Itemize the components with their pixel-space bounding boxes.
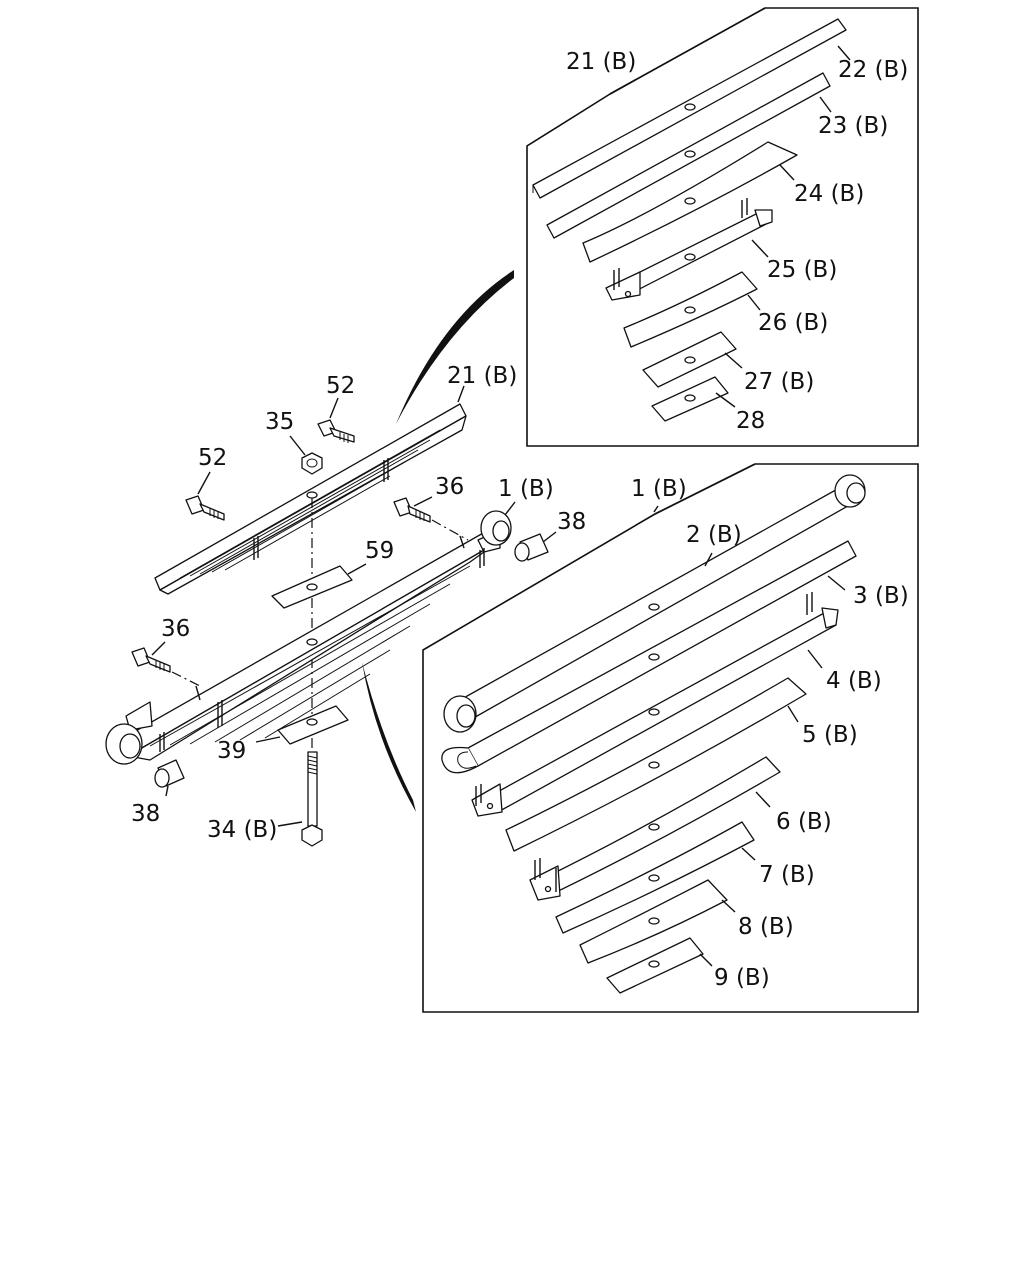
label-21b-main: 21 (B) (447, 363, 517, 389)
bushing-38-right (514, 533, 549, 562)
label-24b: 24 (B) (794, 181, 864, 207)
leaf-24 (582, 141, 798, 263)
pad-59 (271, 565, 353, 609)
leaf-25 (605, 198, 773, 301)
lower-detail-box (422, 463, 919, 1013)
label-36-right: 36 (435, 474, 464, 500)
upper-detail-box (526, 7, 919, 447)
callout-arcs (362, 270, 514, 812)
label-34b: 34 (B) (207, 817, 277, 843)
label-7b: 7 (B) (759, 862, 815, 888)
labels: 21 (B) 22 (B) 23 (B) 24 (B) 25 (B) 26 (B… (131, 49, 909, 991)
upper-leaders (715, 45, 851, 408)
lower-leaders (653, 505, 846, 967)
main-leaders (151, 385, 557, 827)
label-52-upper: 52 (326, 373, 355, 399)
label-27b: 27 (B) (744, 369, 814, 395)
center-bolt-34 (301, 751, 323, 847)
leaf-9 (606, 937, 704, 994)
leaf-2 (441, 540, 857, 774)
leaf-27 (642, 331, 737, 388)
label-36-left: 36 (161, 616, 190, 642)
bushing-38-left (154, 759, 185, 788)
upper-spring-assembly (154, 403, 467, 595)
bolt-36-right (393, 497, 431, 523)
leaf-7 (555, 821, 755, 934)
label-28: 28 (736, 408, 765, 434)
label-9b: 9 (B) (714, 965, 770, 991)
leaf-6 (529, 756, 781, 901)
label-39: 39 (217, 738, 246, 764)
label-52-lower: 52 (198, 445, 227, 471)
label-1b-lower: 1 (B) (631, 476, 687, 502)
label-3b: 3 (B) (853, 583, 909, 609)
label-59: 59 (365, 538, 394, 564)
label-25b: 25 (B) (767, 257, 837, 283)
center-lines (171, 498, 469, 748)
label-38-left: 38 (131, 801, 160, 827)
label-26b: 26 (B) (758, 310, 828, 336)
leaf-22 (532, 18, 847, 199)
label-2b: 2 (B) (686, 522, 742, 548)
pad-39 (277, 705, 349, 745)
bolt-36-left (131, 647, 171, 673)
bolt-52-lower (185, 495, 225, 521)
label-1b-main: 1 (B) (498, 476, 554, 502)
label-23b: 23 (B) (818, 113, 888, 139)
leaf-23 (546, 72, 831, 239)
nut-35 (301, 452, 323, 475)
label-38-right: 38 (557, 509, 586, 535)
leaf-1 (443, 474, 866, 733)
leaf-5 (505, 677, 807, 852)
label-8b: 8 (B) (738, 914, 794, 940)
main-spring-assembly (105, 510, 512, 765)
label-4b: 4 (B) (826, 668, 882, 694)
label-35: 35 (265, 409, 294, 435)
leaf-8 (579, 879, 728, 964)
label-5b: 5 (B) (802, 722, 858, 748)
label-6b: 6 (B) (776, 809, 832, 835)
leaf-28 (651, 376, 729, 422)
bolt-52-upper (317, 419, 355, 443)
leaf-3 (471, 592, 839, 817)
label-22b: 22 (B) (838, 57, 908, 83)
label-21b-upper: 21 (B) (566, 49, 636, 75)
leaf-26 (623, 271, 758, 348)
